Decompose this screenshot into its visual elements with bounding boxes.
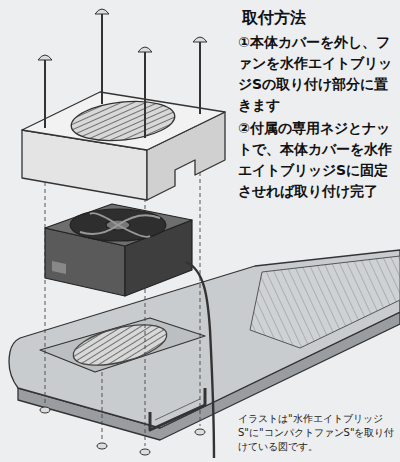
instruction-step: ①本体カバーを外し、ファンを水作エイトブリッジSの取り付け部分に置きます [238,32,395,116]
fan [45,204,192,296]
screw [38,9,207,138]
instruction-step: ②付属の専用ネジとナットで、本体カバーを水作エイトブリッジSに固定させれば取り付… [238,118,395,202]
heading: 取付方法 [242,8,306,29]
fan-cable [186,262,214,458]
caption: イラストは"水作エイトブリッジS"に"コンパクトファンS"を取り付けている図です… [238,412,396,454]
nut [40,407,205,455]
body-cover [22,92,225,200]
guide-line [45,165,200,446]
